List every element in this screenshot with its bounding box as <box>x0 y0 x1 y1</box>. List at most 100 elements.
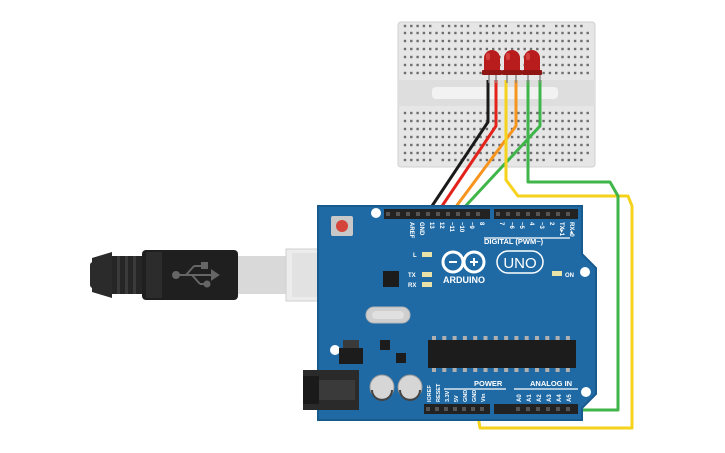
breadboard-hole[interactable] <box>504 31 507 35</box>
header-pin[interactable] <box>516 407 520 411</box>
breadboard-hole[interactable] <box>536 47 539 51</box>
breadboard-rail-hole[interactable] <box>447 24 451 28</box>
breadboard-hole[interactable] <box>479 135 482 139</box>
breadboard-hole[interactable] <box>580 143 583 147</box>
breadboard-hole[interactable] <box>523 127 526 131</box>
breadboard-rail-hole[interactable] <box>416 158 419 162</box>
breadboard-hole[interactable] <box>441 55 444 59</box>
breadboard-hole[interactable] <box>473 135 476 139</box>
breadboard-hole[interactable] <box>573 127 577 131</box>
breadboard-hole[interactable] <box>447 111 451 115</box>
breadboard-hole[interactable] <box>580 151 583 155</box>
breadboard-hole[interactable] <box>435 71 438 75</box>
breadboard-hole[interactable] <box>586 143 589 147</box>
led-2[interactable] <box>502 50 522 83</box>
breadboard-rail-hole[interactable] <box>410 158 413 162</box>
breadboard-rail-hole[interactable] <box>466 158 470 162</box>
header-pin[interactable] <box>536 212 540 216</box>
breadboard-hole[interactable] <box>573 47 577 51</box>
breadboard-hole[interactable] <box>485 127 489 131</box>
breadboard-hole[interactable] <box>460 47 463 51</box>
breadboard-hole[interactable] <box>435 127 438 131</box>
reset-button[interactable] <box>331 216 353 236</box>
breadboard-hole[interactable] <box>561 71 564 75</box>
breadboard-hole[interactable] <box>542 63 545 67</box>
breadboard-hole[interactable] <box>542 39 545 43</box>
breadboard-hole[interactable] <box>567 63 570 67</box>
breadboard-hole[interactable] <box>429 127 432 131</box>
breadboard-hole[interactable] <box>429 119 432 123</box>
breadboard-hole[interactable] <box>529 111 533 115</box>
breadboard-hole[interactable] <box>510 151 514 155</box>
breadboard-hole[interactable] <box>422 127 426 131</box>
breadboard-hole[interactable] <box>548 71 552 75</box>
breadboard-rail-hole[interactable] <box>416 24 419 28</box>
breadboard-rail-hole[interactable] <box>567 158 570 162</box>
breadboard-hole[interactable] <box>429 55 432 59</box>
breadboard-hole[interactable] <box>542 143 545 147</box>
breadboard-hole[interactable] <box>416 71 419 75</box>
breadboard-hole[interactable] <box>573 119 577 123</box>
breadboard-hole[interactable] <box>416 111 419 115</box>
breadboard-hole[interactable] <box>466 119 470 123</box>
header-pin[interactable] <box>536 407 540 411</box>
header-pin[interactable] <box>526 212 530 216</box>
breadboard-rail-hole[interactable] <box>441 24 444 28</box>
breadboard-hole[interactable] <box>441 111 444 115</box>
breadboard-hole[interactable] <box>485 31 489 35</box>
breadboard-hole[interactable] <box>447 119 451 123</box>
breadboard-hole[interactable] <box>573 135 577 139</box>
breadboard-hole[interactable] <box>435 39 438 43</box>
breadboard-rail-hole[interactable] <box>403 158 407 162</box>
breadboard-hole[interactable] <box>460 31 463 35</box>
breadboard-rail-hole[interactable] <box>573 24 577 28</box>
breadboard-hole[interactable] <box>542 47 545 51</box>
breadboard-hole[interactable] <box>548 119 552 123</box>
breadboard-hole[interactable] <box>573 63 577 67</box>
breadboard-hole[interactable] <box>460 111 463 115</box>
breadboard-hole[interactable] <box>441 31 444 35</box>
breadboard-hole[interactable] <box>586 31 589 35</box>
breadboard-rail-hole[interactable] <box>580 158 583 162</box>
breadboard-hole[interactable] <box>410 47 413 51</box>
breadboard-hole[interactable] <box>466 63 470 67</box>
breadboard-hole[interactable] <box>422 31 426 35</box>
breadboard-rail-hole[interactable] <box>403 24 407 28</box>
breadboard-hole[interactable] <box>429 39 432 43</box>
breadboard-hole[interactable] <box>454 151 457 155</box>
breadboard-hole[interactable] <box>435 151 438 155</box>
wire-green-short[interactable] <box>458 80 542 214</box>
breadboard-hole[interactable] <box>542 31 545 35</box>
breadboard-hole[interactable] <box>460 119 463 123</box>
header-pin[interactable] <box>416 212 420 216</box>
breadboard-hole[interactable] <box>454 39 457 43</box>
breadboard-hole[interactable] <box>422 47 426 51</box>
breadboard-hole[interactable] <box>542 55 545 59</box>
breadboard-hole[interactable] <box>403 143 407 147</box>
breadboard-hole[interactable] <box>410 31 413 35</box>
breadboard-hole[interactable] <box>447 55 451 59</box>
breadboard-hole[interactable] <box>473 55 476 59</box>
breadboard-hole[interactable] <box>447 31 451 35</box>
breadboard-hole[interactable] <box>447 39 451 43</box>
breadboard-hole[interactable] <box>466 47 470 51</box>
breadboard-hole[interactable] <box>567 47 570 51</box>
breadboard-hole[interactable] <box>510 135 514 139</box>
breadboard-hole[interactable] <box>466 71 470 75</box>
breadboard-hole[interactable] <box>561 47 564 51</box>
breadboard-hole[interactable] <box>403 39 407 43</box>
breadboard-hole[interactable] <box>435 111 438 115</box>
breadboard-hole[interactable] <box>517 151 520 155</box>
breadboard-hole[interactable] <box>441 151 444 155</box>
header-pin[interactable] <box>526 407 530 411</box>
breadboard-hole[interactable] <box>586 135 589 139</box>
breadboard-hole[interactable] <box>403 63 407 67</box>
breadboard-hole[interactable] <box>561 127 564 131</box>
breadboard-hole[interactable] <box>561 151 564 155</box>
breadboard-hole[interactable] <box>460 39 463 43</box>
header-pin[interactable] <box>546 212 550 216</box>
breadboard-hole[interactable] <box>573 55 577 59</box>
breadboard-hole[interactable] <box>429 143 432 147</box>
breadboard-hole[interactable] <box>586 39 589 43</box>
breadboard-hole[interactable] <box>561 135 564 139</box>
